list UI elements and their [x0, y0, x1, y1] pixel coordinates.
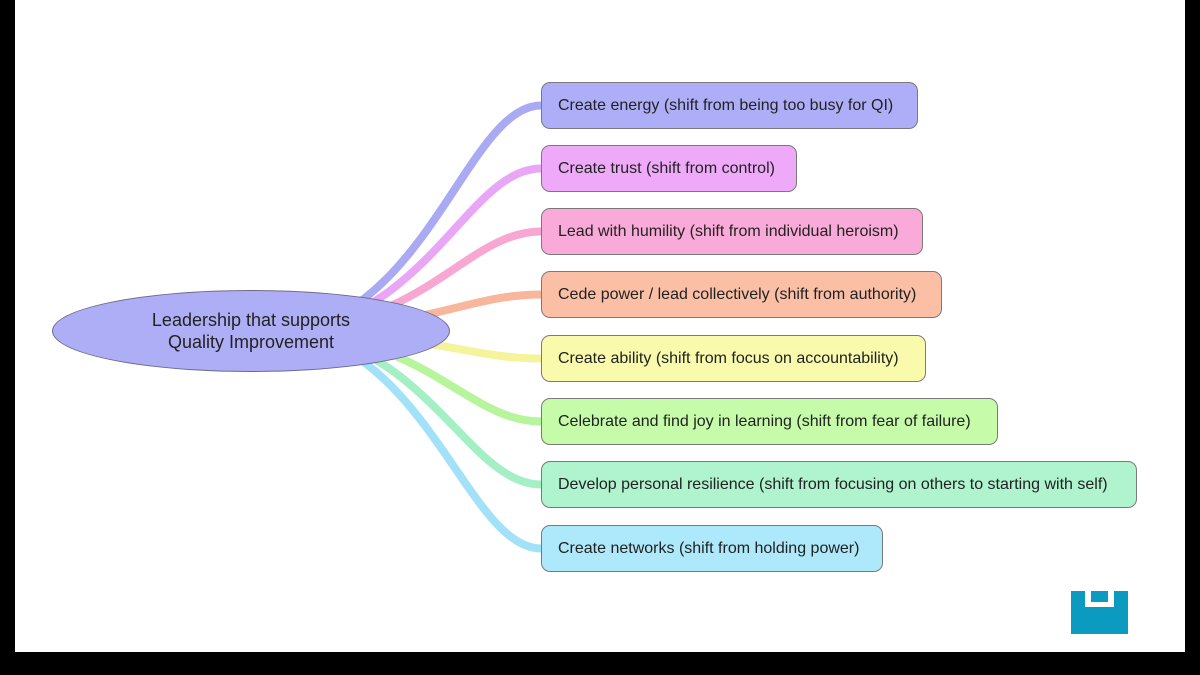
branch-label: Create ability (shift from focus on acco… [558, 349, 899, 367]
branch-label: Celebrate and find joy in learning (shif… [558, 412, 971, 430]
branch-label: Cede power / lead collectively (shift fr… [558, 285, 917, 303]
branch-label: Create energy (shift from being too busy… [558, 96, 894, 114]
branch-node: Cede power / lead collectively (shift fr… [541, 271, 942, 318]
branch-node: Create energy (shift from being too busy… [541, 82, 918, 129]
root-label: Leadership that supports Quality Improve… [151, 310, 351, 352]
branch-node: Lead with humility (shift from individua… [541, 208, 923, 255]
branch-node: Create networks (shift from holding powe… [541, 525, 883, 572]
branch-node: Develop personal resilience (shift from … [541, 461, 1137, 508]
branch-label: Create trust (shift from control) [558, 159, 775, 177]
branch-label: Lead with humility (shift from individua… [558, 222, 899, 240]
branch-label: Develop personal resilience (shift from … [558, 475, 1108, 493]
logo-icon [1071, 591, 1128, 634]
branch-node: Celebrate and find joy in learning (shif… [541, 398, 998, 445]
branch-label: Create networks (shift from holding powe… [558, 539, 860, 557]
branch-node: Create ability (shift from focus on acco… [541, 335, 926, 382]
branch-node: Create trust (shift from control) [541, 145, 797, 192]
root-node: Leadership that supports Quality Improve… [52, 290, 450, 372]
